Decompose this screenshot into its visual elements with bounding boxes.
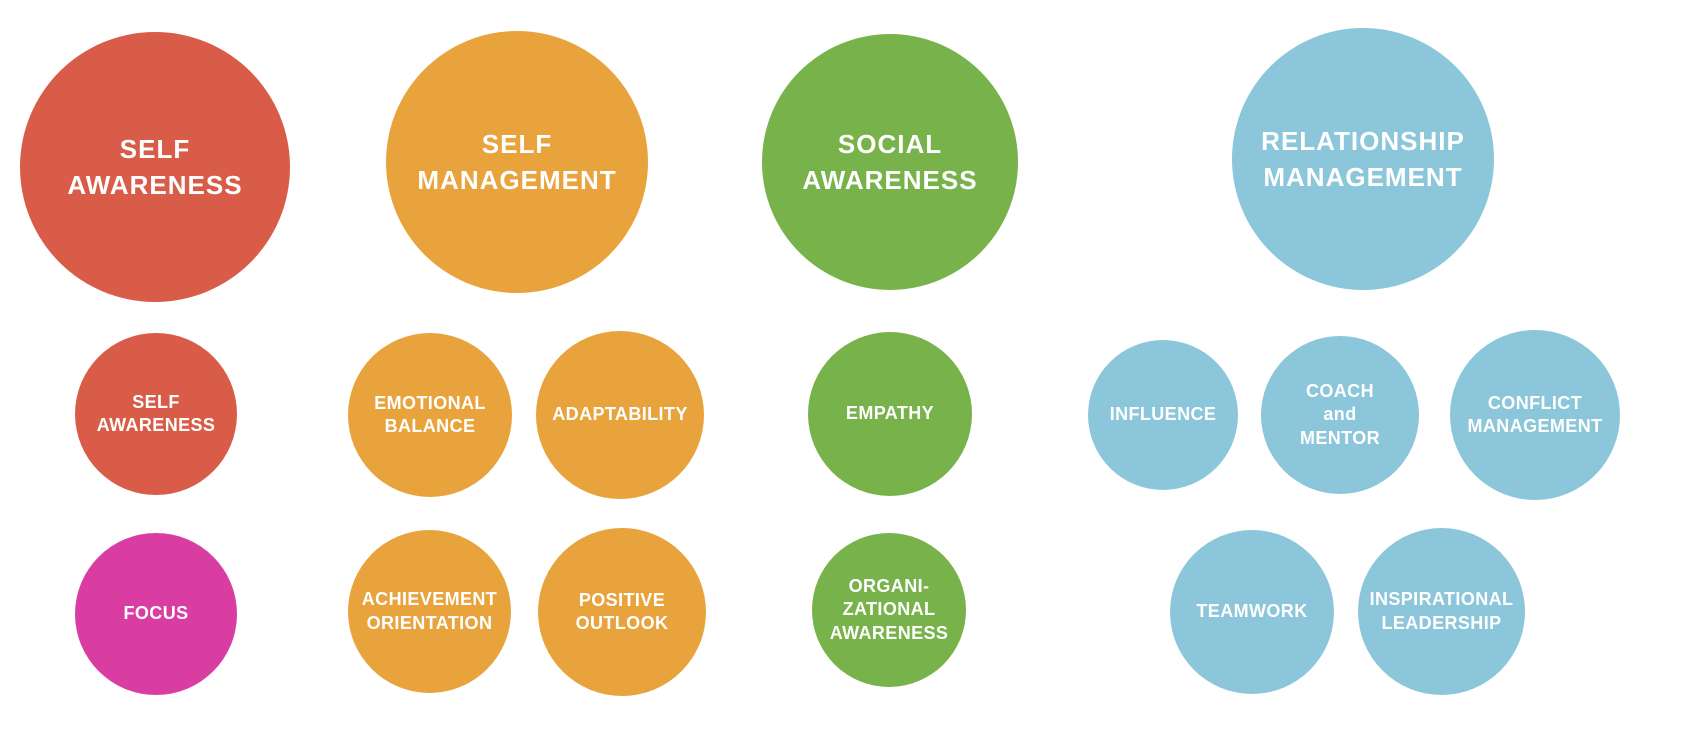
competency-circle-positive-outlook: POSITIVE OUTLOOK	[538, 528, 706, 696]
competency-label-focus: FOCUS	[123, 603, 189, 624]
competency-circle-organizational-awareness: ORGANI- ZATIONAL AWARENESS	[812, 533, 966, 687]
competency-label-positive-outlook: POSITIVE OUTLOOK	[575, 589, 669, 633]
domain-label-self-management: SELF MANAGEMENT	[417, 128, 617, 195]
competency-label-achievement-orientation: ACHIEVEMENT ORIENTATION	[361, 589, 498, 633]
competency-label-teamwork: TEAMWORK	[1196, 601, 1308, 622]
competency-label-influence: INFLUENCE	[1109, 404, 1217, 425]
competency-circle-inspirational-leadership: INSPIRATIONAL LEADERSHIP	[1358, 528, 1525, 695]
competency-label-self-awareness: SELF AWARENESS	[96, 391, 216, 435]
competency-circle-teamwork: TEAMWORK	[1170, 530, 1334, 694]
competency-circle-adaptability: ADAPTABILITY	[536, 331, 704, 499]
competency-circle-influence: INFLUENCE	[1088, 340, 1238, 490]
competency-label-inspirational-leadership: INSPIRATIONAL LEADERSHIP	[1369, 589, 1514, 633]
domain-label-relationship-management: RELATIONSHIP MANAGEMENT	[1261, 125, 1465, 192]
domain-circle-self-awareness: SELF AWARENESS	[20, 32, 290, 302]
competency-circle-self-awareness: SELF AWARENESS	[75, 333, 237, 495]
competency-circle-emotional-balance: EMOTIONAL BALANCE	[348, 333, 512, 497]
competency-circle-coach-and-mentor: COACH and MENTOR	[1261, 336, 1419, 494]
competency-circle-achievement-orientation: ACHIEVEMENT ORIENTATION	[348, 530, 511, 693]
competency-label-conflict-management: CONFLICT MANAGEMENT	[1467, 392, 1603, 436]
competency-circle-conflict-management: CONFLICT MANAGEMENT	[1450, 330, 1620, 500]
domain-circle-social-awareness: SOCIAL AWARENESS	[762, 34, 1018, 290]
competency-circle-focus: FOCUS	[75, 533, 237, 695]
competency-label-adaptability: ADAPTABILITY	[552, 404, 688, 425]
competency-circle-empathy: EMPATHY	[808, 332, 972, 496]
domain-circle-self-management: SELF MANAGEMENT	[386, 31, 648, 293]
domain-circle-relationship-management: RELATIONSHIP MANAGEMENT	[1232, 28, 1494, 290]
competency-label-organizational-awareness: ORGANI- ZATIONAL AWARENESS	[829, 575, 949, 643]
domain-label-self-awareness: SELF AWARENESS	[67, 133, 243, 200]
competency-label-empathy: EMPATHY	[845, 403, 935, 424]
domain-label-social-awareness: SOCIAL AWARENESS	[802, 128, 978, 195]
competency-label-emotional-balance: EMOTIONAL BALANCE	[374, 392, 486, 436]
competency-label-coach-and-mentor: COACH and MENTOR	[1299, 380, 1381, 448]
